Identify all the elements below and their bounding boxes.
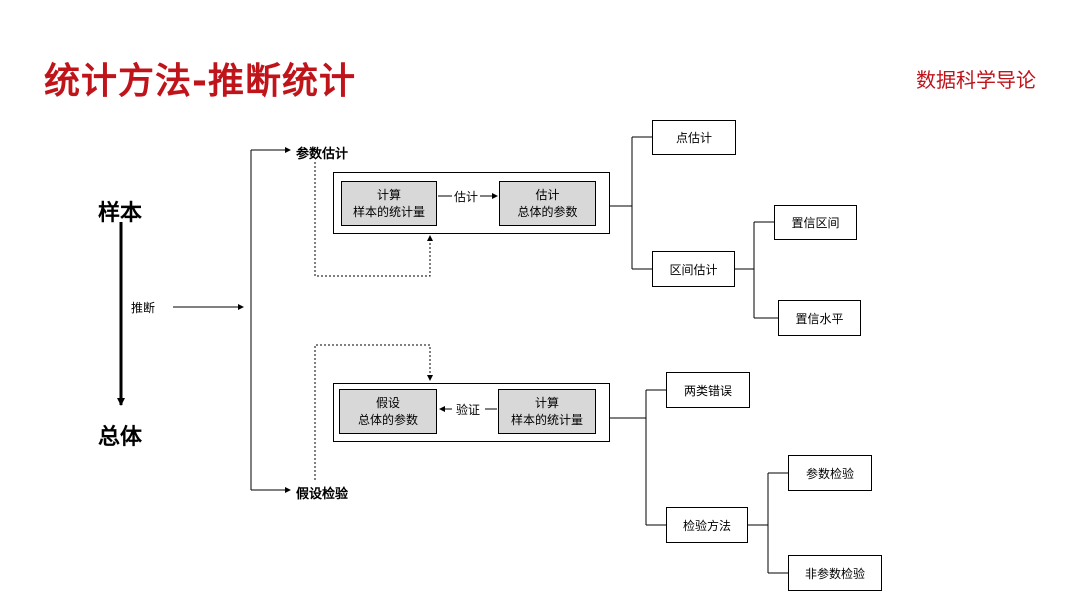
test-methods-box: 检验方法 (666, 507, 748, 543)
compute-sample-statistic-box: 计算 样本的统计量 (341, 181, 437, 226)
dotted-loop-testing (314, 344, 433, 480)
infer-label: 推断 (131, 301, 156, 315)
point-estimation-box: 点估计 (652, 120, 736, 155)
estimation-frame (333, 172, 610, 234)
course-label: 数据科学导论 (916, 68, 1036, 92)
confidence-level-box: 置信水平 (778, 300, 861, 336)
nonparametric-test-box: 非参数检验 (788, 555, 882, 591)
testing-frame (333, 383, 610, 442)
estimate-population-parameter-box: 估计 总体的参数 (499, 181, 596, 226)
two-error-types-box: 两类错误 (666, 372, 750, 408)
hypothesis-testing-label: 假设检验 (296, 487, 349, 502)
compute-sample-statistic-box-2: 计算 样本的统计量 (498, 389, 596, 434)
population-label: 总体 (98, 425, 143, 450)
confidence-interval-box: 置信区间 (774, 205, 857, 240)
interval-estimation-box: 区间估计 (652, 251, 735, 287)
param-estimation-label: 参数估计 (296, 147, 349, 162)
parametric-test-box: 参数检验 (788, 455, 872, 491)
verify-arrow-label: 验证 (456, 403, 481, 417)
sample-label: 样本 (98, 201, 143, 226)
page-title: 统计方法-推断统计 (44, 61, 356, 102)
dotted-loop-estimation (314, 162, 433, 277)
estimate-arrow-label: 估计 (454, 190, 479, 204)
hypothesis-population-parameter-box: 假设 总体的参数 (339, 389, 437, 434)
